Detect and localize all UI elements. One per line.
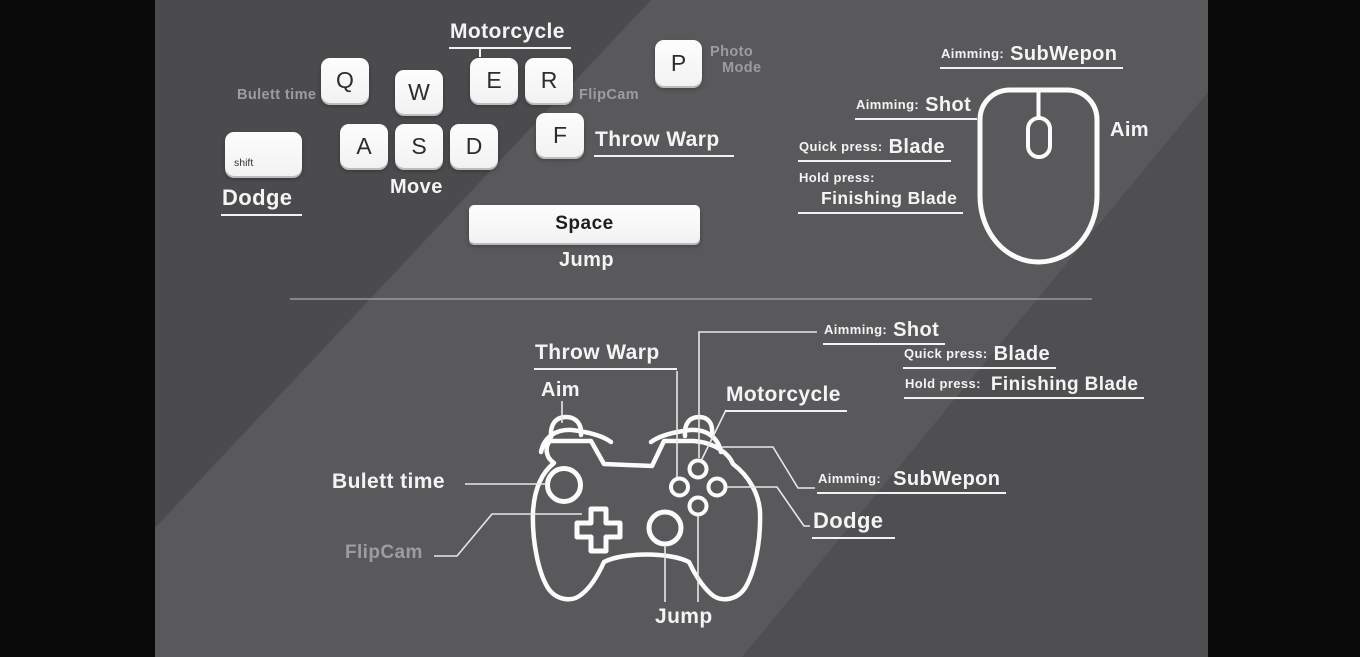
mouse-shot-label: Aimming:Shot: [855, 95, 978, 120]
kb-bulett-time-label: Bulett time: [237, 87, 317, 103]
key-f: F: [536, 113, 584, 157]
mouse-subweapon-label: Aimming:SubWepon: [940, 44, 1124, 69]
letterbox-left: [0, 0, 155, 657]
mouse-aim-label: Aim: [1110, 119, 1149, 141]
button-y: [687, 458, 709, 480]
subweapon-connector: [722, 446, 815, 489]
letterbox-right: [1208, 0, 1360, 657]
key-d: D: [450, 124, 498, 168]
ctrl-subweapon-label: Aimming:SubWepon: [817, 469, 1007, 494]
left-trigger: [548, 414, 584, 440]
dpad: [574, 506, 623, 554]
ctrl-aim-label: Aim: [541, 379, 580, 401]
dodge-connector: [727, 486, 810, 527]
controls-diagram: Q W E R A S D F P shift Space Motorcycle…: [155, 0, 1208, 657]
button-x: [669, 476, 690, 498]
ctrl-motorcycle-label: Motorcycle: [725, 383, 847, 412]
button-a: [687, 495, 709, 517]
left-stick: [545, 466, 583, 504]
right-stick: [646, 509, 684, 547]
key-s: S: [395, 124, 443, 168]
kb-throw-warp-label: Throw Warp: [594, 128, 734, 157]
ctrl-jump-label: Jump: [655, 605, 713, 628]
kb-move-label: Move: [390, 176, 443, 198]
mouse-wheel-icon: [1026, 116, 1052, 159]
ctrl-shot-label: Aimming:Shot: [823, 320, 946, 345]
key-a: A: [340, 124, 388, 168]
kb-motorcycle-label: Motorcycle: [449, 20, 571, 49]
left-bumper: [538, 427, 614, 455]
connector-lines: [434, 331, 817, 602]
ctrl-flipcam-label: FlipCam: [345, 542, 423, 563]
kb-jump-label: Jump: [559, 249, 614, 271]
motorcycle-connector: [700, 409, 727, 462]
key-q: Q: [321, 58, 369, 103]
ctrl-bulett-time-label: Bulett time: [332, 470, 445, 493]
key-r: R: [525, 58, 573, 103]
right-bumper: [648, 427, 724, 455]
mouse-body: [977, 87, 1100, 265]
ctrl-throw-warp-label: Throw Warp: [534, 341, 677, 370]
shot-connector: [698, 331, 817, 458]
key-e: E: [470, 58, 518, 103]
ctrl-dodge-label: Dodge: [812, 508, 895, 539]
ctrl-finishing-blade-label: Hold press:Finishing Blade: [904, 375, 1145, 399]
ctrl-blade-label: Quick press:Blade: [903, 344, 1057, 369]
flipcam-connector: [434, 513, 582, 557]
kb-dodge-label: Dodge: [221, 185, 302, 216]
mouse-finishing-blade-label: Hold press: Finishing Blade: [798, 170, 964, 215]
mouse-blade-label: Quick press:Blade: [798, 137, 952, 162]
key-shift: shift: [225, 132, 302, 176]
kb-photo-mode-label: Photo Mode: [710, 44, 762, 76]
key-p: P: [655, 40, 702, 86]
mouse-icon: [977, 87, 1100, 265]
kb-flipcam-label: FlipCam: [579, 87, 639, 103]
key-space: Space: [469, 205, 700, 243]
key-w: W: [395, 70, 443, 114]
gamepad-icon: [530, 414, 763, 602]
gamepad-body: [530, 438, 763, 602]
diagram-linework: [290, 48, 1100, 602]
button-b: [706, 476, 728, 498]
